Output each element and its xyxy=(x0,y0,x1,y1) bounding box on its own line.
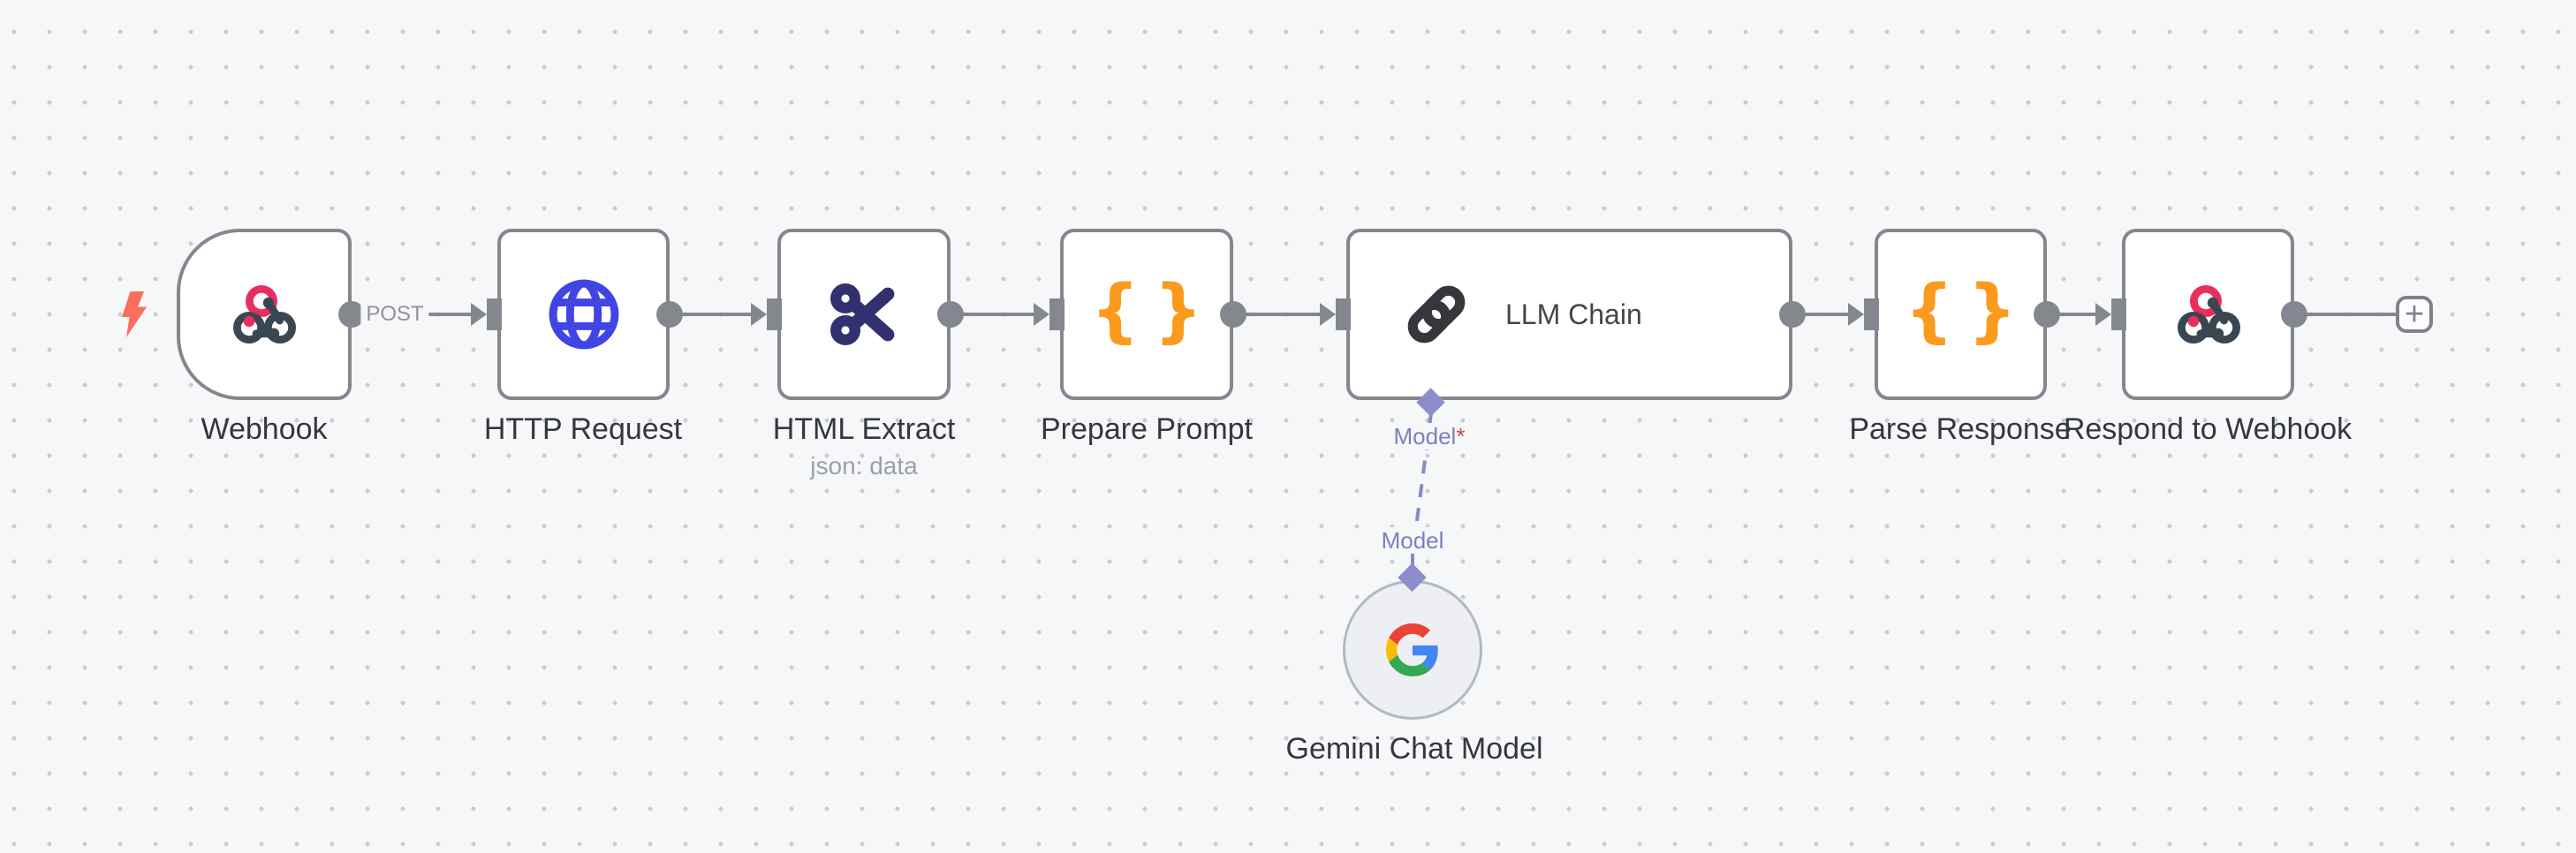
llm-model-port-label: Model* xyxy=(1388,423,1471,449)
edge-arrowheads xyxy=(471,303,2111,326)
globe-icon xyxy=(549,279,618,350)
code-braces-icon: {} xyxy=(1904,271,2018,351)
scissors-icon xyxy=(830,283,895,346)
llm-chain-title: LLM Chain xyxy=(1505,298,1642,330)
input-port-prepare xyxy=(1049,298,1064,330)
llm-model-port-diamond xyxy=(1416,388,1445,417)
required-asterisk: * xyxy=(1456,423,1466,449)
trigger-bolt-icon xyxy=(122,291,147,337)
node-gemini-chat-model[interactable] xyxy=(1343,580,1482,720)
add-node-button[interactable]: + xyxy=(2396,296,2433,333)
output-port-html xyxy=(937,301,964,328)
input-port-parse xyxy=(1864,298,1879,330)
gemini-model-port-label: Model xyxy=(1375,527,1450,554)
gemini-model-port-diamond xyxy=(1398,562,1427,593)
node-label-gemini: Gemini Chat Model xyxy=(1285,732,1543,766)
input-port-http xyxy=(487,298,502,330)
chain-link-icon xyxy=(1407,285,1466,343)
node-label-html-extract: HTML Extract xyxy=(772,412,956,446)
output-port-webhook xyxy=(338,301,365,328)
input-ports[interactable] xyxy=(487,298,2126,330)
google-g-icon xyxy=(1386,623,1438,676)
output-port-http xyxy=(656,301,683,328)
input-port-html xyxy=(767,298,782,330)
node-label-respond-webhook: Respond to Webhook xyxy=(2063,412,2352,446)
node-label-prepare-prompt: Prepare Prompt xyxy=(1041,412,1253,446)
output-ports[interactable] xyxy=(338,301,2307,328)
node-llm-chain[interactable]: LLM Chain xyxy=(1346,229,1792,400)
input-port-llm xyxy=(1336,298,1351,330)
connection-label-post: POST xyxy=(360,302,429,327)
code-braces-icon: {} xyxy=(1090,271,1203,351)
webhook-icon xyxy=(232,284,297,344)
node-sublabel-html-extract: json: data xyxy=(810,452,918,479)
plus-icon: + xyxy=(2404,296,2425,333)
output-port-prepare xyxy=(1220,301,1246,328)
node-label-parse-response: Parse Response xyxy=(1849,412,2072,446)
output-port-llm xyxy=(1779,301,1806,328)
output-port-parse xyxy=(2034,301,2060,328)
webhook-icon xyxy=(2177,284,2240,344)
output-port-respond xyxy=(2281,301,2307,328)
node-label-webhook: Webhook xyxy=(201,412,328,446)
input-port-respond xyxy=(2111,298,2126,330)
node-label-http-request: HTTP Request xyxy=(483,412,683,446)
